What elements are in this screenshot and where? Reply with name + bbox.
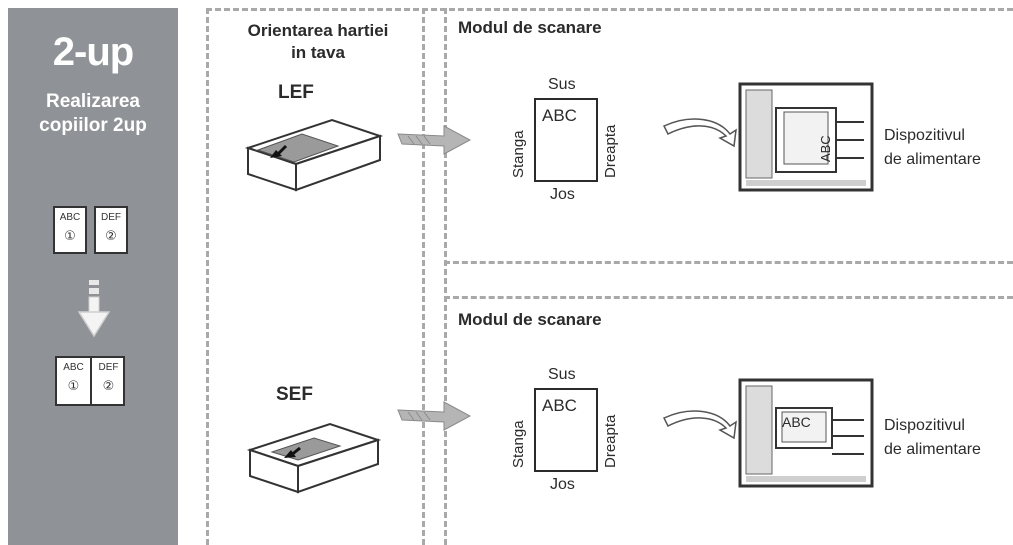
scan-top-heading: Modul de scanare xyxy=(458,18,602,37)
separator-middle xyxy=(422,8,425,545)
scan-top-feeder-text: ABC xyxy=(818,135,833,162)
scan-top-label-top: Sus xyxy=(548,76,576,93)
scan-bottom-label-top: Sus xyxy=(548,366,576,383)
combined-half-1: ABC ① xyxy=(57,358,90,404)
separator-left xyxy=(206,8,209,545)
panel-title: 2-up xyxy=(52,30,134,74)
scan-top-label-bottom: Jos xyxy=(550,186,575,203)
scan-bottom-heading: Modul de scanare xyxy=(458,310,602,329)
orientation-heading-line-1: Orientarea hartiei xyxy=(247,21,389,40)
separator-bottom-section-top xyxy=(444,296,1013,299)
scan-bottom-label-right: Dreapta xyxy=(602,414,619,468)
panel-subtitle: Realizarea copiilor 2up xyxy=(8,90,178,138)
scan-top-document-text: ABC xyxy=(542,106,577,125)
lef-label: LEF xyxy=(278,82,314,103)
down-arrow-icon xyxy=(77,280,111,338)
scan-bottom-feeder-line-1: Dispozitivul xyxy=(884,417,965,434)
original-page-1-number: ① xyxy=(64,228,76,243)
subtitle-line-2: copiilor 2up xyxy=(39,115,147,136)
combined-half-2: DEF ② xyxy=(92,358,125,404)
scan-top-label-right: Dreapta xyxy=(602,124,619,178)
combined-divider xyxy=(90,358,92,404)
original-page-2-number: ② xyxy=(105,228,117,243)
transfer-arrow-top-icon xyxy=(397,125,472,155)
transfer-arrow-bottom-icon xyxy=(397,401,472,431)
combined-half-2-number: ② xyxy=(102,378,115,393)
scan-bottom-document: ABC xyxy=(534,388,598,472)
subtitle-line-1: Realizarea xyxy=(45,91,140,112)
curved-arrow-bottom-icon xyxy=(662,410,737,440)
scan-bottom-label-bottom: Jos xyxy=(550,476,575,493)
curved-arrow-top-icon xyxy=(662,118,737,148)
scan-bottom-feeder-icon xyxy=(738,378,874,488)
scan-bottom-feeder-text: ABC xyxy=(782,414,811,430)
combined-half-1-text: ABC xyxy=(63,362,84,373)
orientation-heading: Orientarea hartiei in tava xyxy=(218,20,418,64)
sef-label: SEF xyxy=(276,384,313,405)
separator-scan-left xyxy=(444,8,447,545)
original-page-1-text: ABC xyxy=(59,212,81,223)
combined-half-1-number: ① xyxy=(67,378,80,393)
original-page-1: ABC ① xyxy=(53,206,87,254)
separator-top xyxy=(206,8,1013,11)
scan-top-feeder-icon xyxy=(738,82,874,192)
scan-bottom-document-text: ABC xyxy=(542,396,577,415)
original-page-2: DEF ② xyxy=(94,206,128,254)
left-panel: 2-up Realizarea copiilor 2up ABC ① DEF ②… xyxy=(8,8,178,545)
combined-half-2-text: DEF xyxy=(98,362,119,373)
combined-2up-page: ABC ① DEF ② xyxy=(55,356,125,406)
scan-top-document: ABC xyxy=(534,98,598,182)
orientation-heading-line-2: in tava xyxy=(291,43,345,62)
lef-tray-icon xyxy=(244,118,384,192)
original-page-2-text: DEF xyxy=(101,212,121,223)
scan-top-feeder-line-1: Dispozitivul xyxy=(884,127,965,144)
scan-bottom-label-left: Stanga xyxy=(510,420,527,468)
scan-bottom-feeder-label: Dispozitivul de alimentare xyxy=(884,414,981,462)
scan-bottom-feeder-line-2: de alimentare xyxy=(884,441,981,458)
separator-top-section-bottom xyxy=(444,261,1013,264)
sef-tray-icon xyxy=(246,422,382,494)
scan-top-feeder-line-2: de alimentare xyxy=(884,151,981,168)
scan-top-feeder-label: Dispozitivul de alimentare xyxy=(884,124,981,172)
scan-top-label-left: Stanga xyxy=(510,130,527,178)
